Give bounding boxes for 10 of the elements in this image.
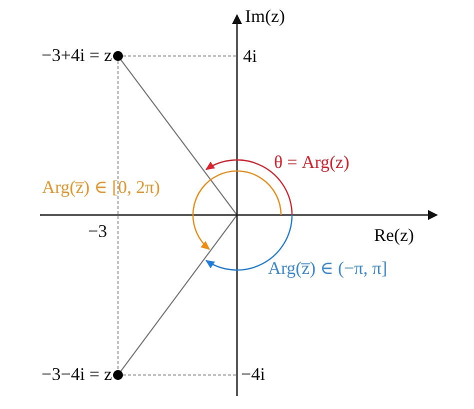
axis-label: Re(z) [374, 225, 414, 245]
point-label: −3−4i = z [42, 364, 112, 384]
angle-label: Arg(z̅) ∈ [0, 2π) [42, 177, 160, 197]
angle-label: θ = Arg(z) [274, 152, 350, 172]
tick-label: −3 [88, 221, 108, 241]
point-label: −3+4i = z [42, 45, 112, 65]
axis-label: Im(z) [245, 6, 285, 26]
angle-label: Arg(z̅) ∈ (−π, π] [268, 258, 388, 278]
tick-label: 4i [243, 46, 258, 66]
tick-label: −4i [241, 364, 266, 384]
